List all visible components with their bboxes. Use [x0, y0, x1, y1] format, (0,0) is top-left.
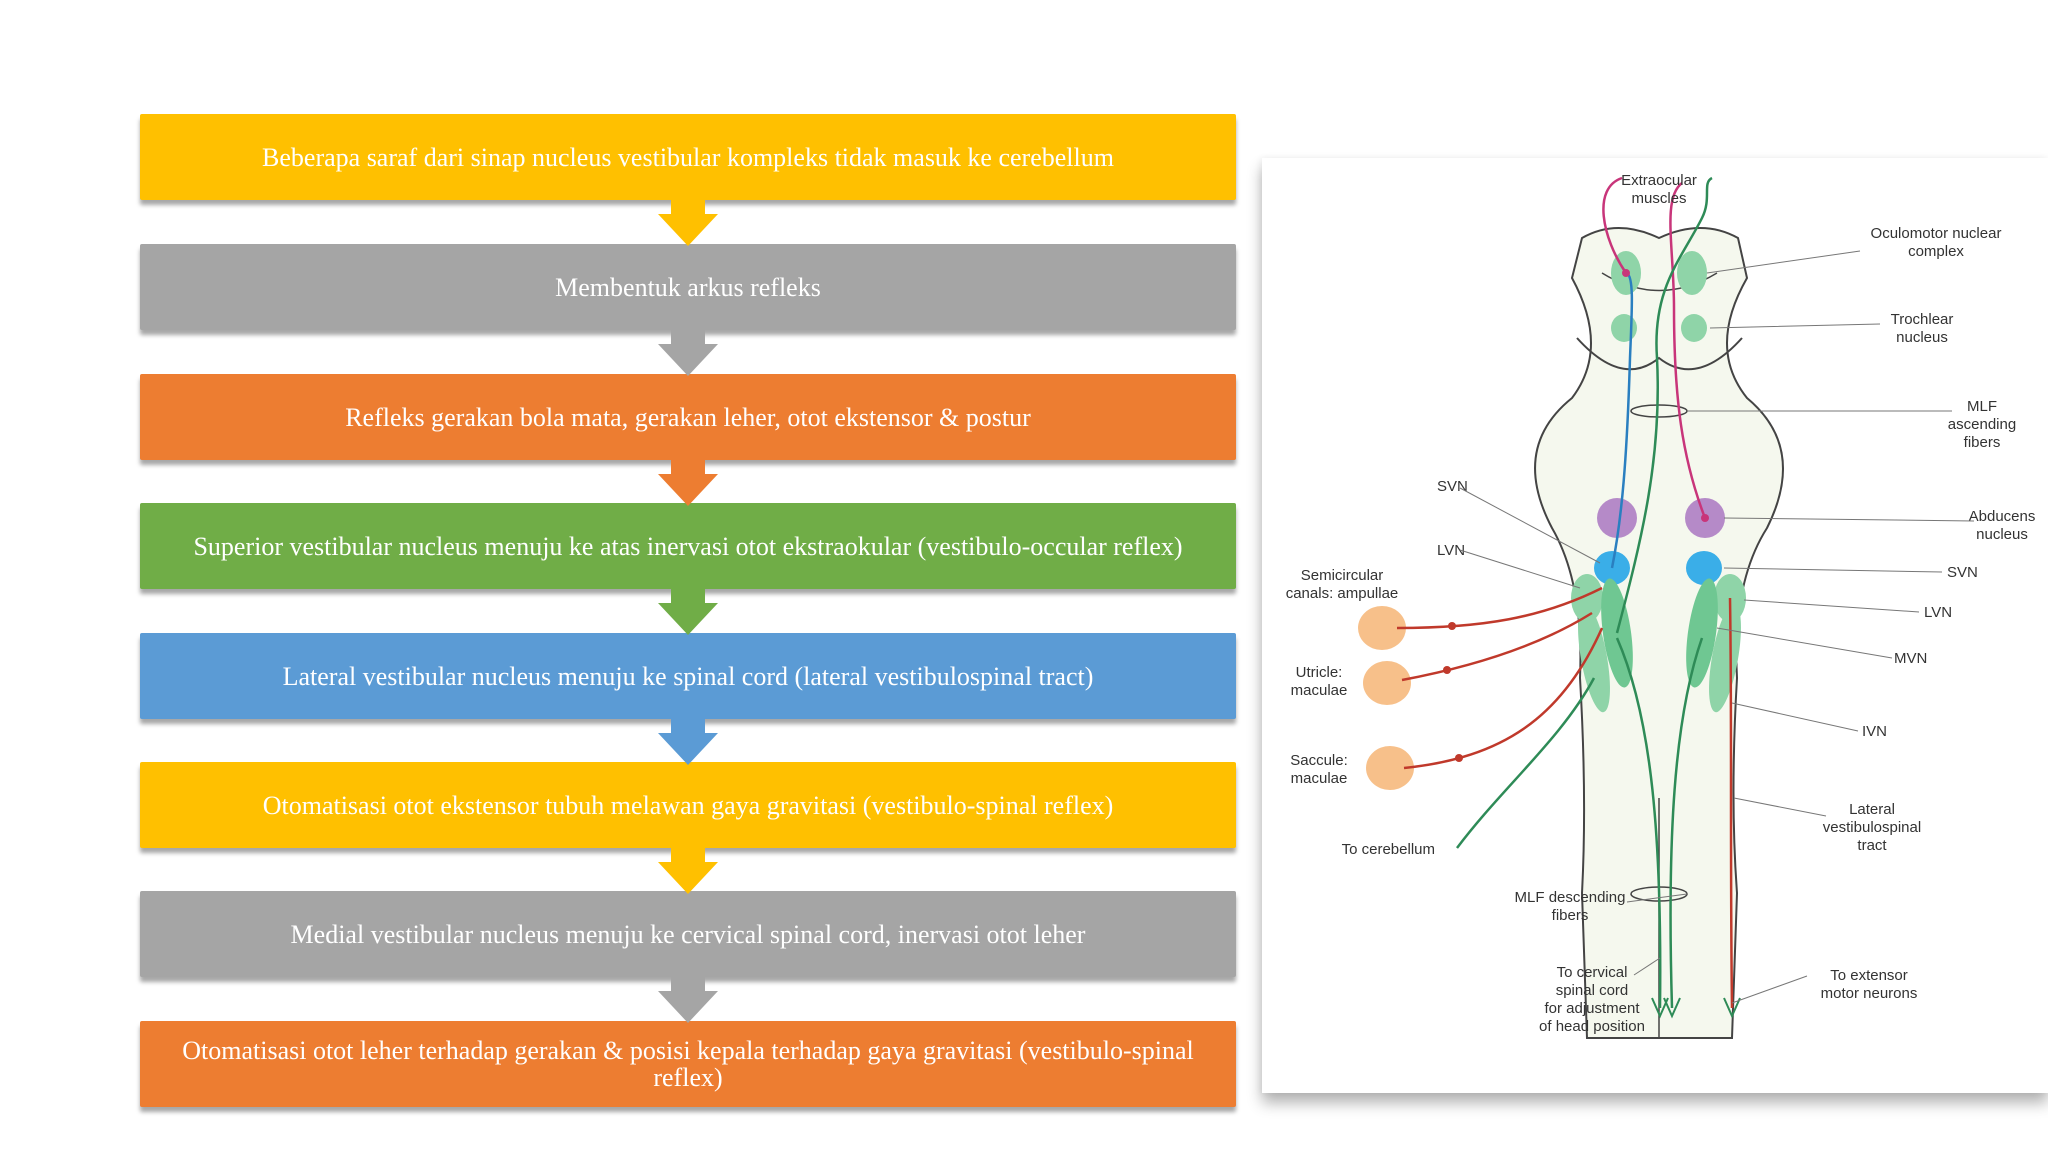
afferent-fiber-semicircular: [1396, 586, 1603, 630]
label-lateral-vst-2: vestibulospinal: [1823, 819, 1921, 836]
pink-extraocular-fiber: [1602, 176, 1628, 274]
blue-ascending-fiber: [1610, 271, 1634, 569]
mlf-ascending-ring: [1630, 404, 1688, 418]
brainstem-outline: [1534, 227, 1784, 1039]
label-to-extensor-1: To extensor: [1830, 967, 1908, 984]
flow-step-6: Otomatisasi otot ekstensor tubuh melawan…: [140, 762, 1236, 848]
label-abducens-1: Abducens: [1969, 508, 2036, 525]
label-abducens-2: nucleus: [1976, 526, 2028, 543]
label-extraocular-1: Extraocular: [1621, 172, 1697, 189]
flow-step-5-text: Lateral vestibular nucleus menuju ke spi…: [282, 661, 1094, 691]
mlf-descending-fiber-2: [1669, 637, 1704, 1009]
flow-step-1-text: Beberapa saraf dari sinap nucleus vestib…: [262, 142, 1114, 172]
label-ivn: IVN: [1862, 723, 1887, 740]
flowchart: Beberapa saraf dari sinap nucleus vestib…: [140, 114, 1236, 1119]
label-mlf-asc-2: ascending: [1948, 416, 2016, 433]
afferent-fiber-saccule: [1403, 627, 1604, 770]
label-to-cervical-3: for adjustment: [1544, 1000, 1640, 1017]
label-lateral-vst-1: Lateral: [1849, 801, 1895, 818]
abducens-nucleus-left: [1597, 498, 1637, 538]
flow-arrow-5: [658, 719, 718, 765]
afferent-fiber-utricle: [1401, 611, 1593, 682]
flow-step-8-text: Otomatisasi otot leher terhadap gerakan …: [182, 1036, 1194, 1092]
label-to-extensor-2: motor neurons: [1821, 985, 1918, 1002]
label-mlf-desc-1: MLF descending: [1515, 889, 1626, 906]
label-svn-left: SVN: [1437, 478, 1468, 495]
trochlear-nucleus-left: [1681, 314, 1707, 342]
ivn-nucleus-left: [1578, 603, 1610, 713]
pink-synapse-dot-2: [1622, 269, 1630, 277]
green-ascending-fiber: [1615, 176, 1713, 634]
pink-synapse-dot: [1701, 514, 1709, 522]
utricle-organ: [1363, 661, 1411, 705]
midbrain-curve: [1576, 337, 1743, 371]
flow-step-8: Otomatisasi otot leher terhadap gerakan …: [140, 1021, 1236, 1107]
flow-step-3-text: Refleks gerakan bola mata, gerakan leher…: [345, 402, 1031, 432]
semicircular-canals-organ: [1358, 606, 1406, 650]
flow-step-2: Membentuk arkus refleks: [140, 244, 1236, 330]
flow-arrow-2: [658, 330, 718, 376]
label-utricle-2: maculae: [1291, 682, 1348, 699]
flow-step-7: Medial vestibular nucleus menuju ke cerv…: [140, 891, 1236, 977]
flow-step-7-text: Medial vestibular nucleus menuju ke cerv…: [290, 919, 1086, 949]
ganglion-dot-3: [1455, 754, 1463, 762]
flow-arrow-6: [658, 848, 718, 894]
saccule-organ: [1366, 746, 1414, 790]
label-extraocular-2: muscles: [1631, 190, 1686, 207]
label-to-cervical-1: To cervical: [1557, 964, 1628, 981]
label-saccule-2: maculae: [1291, 770, 1348, 787]
flow-step-6-text: Otomatisasi otot ekstensor tubuh melawan…: [262, 790, 1114, 820]
label-semicircular-2: canals: ampullae: [1286, 585, 1399, 602]
ganglion-dot-2: [1443, 666, 1451, 674]
ganglion-dot-1: [1448, 622, 1456, 630]
label-mlf-desc-2: fibers: [1552, 907, 1589, 924]
label-to-cervical-2: spinal cord: [1556, 982, 1629, 999]
label-semicircular-1: Semicircular: [1301, 567, 1384, 584]
arrowheads: [1651, 997, 1741, 1019]
pink-ascending-fiber: [1669, 182, 1707, 519]
flow-step-2-text: Membentuk arkus refleks: [555, 272, 821, 302]
label-oculomotor-1: Oculomotor nuclear: [1871, 225, 2002, 242]
label-mlf-asc-3: fibers: [1964, 434, 2001, 451]
flow-step-1: Beberapa saraf dari sinap nucleus vestib…: [140, 114, 1236, 200]
label-svn-right: SVN: [1947, 564, 1978, 581]
label-lvn-right: LVN: [1924, 604, 1952, 621]
label-trochlear-1: Trochlear: [1891, 311, 1954, 328]
mlf-descending-fiber-1: [1615, 637, 1662, 1009]
label-lvn-left: LVN: [1437, 542, 1465, 559]
svn-nucleus-right: [1686, 551, 1722, 585]
flow-step-4: Superior vestibular nucleus menuju ke at…: [140, 503, 1236, 589]
leader-lines: [1459, 250, 1975, 1004]
flow-step-4-text: Superior vestibular nucleus menuju ke at…: [193, 531, 1183, 561]
brainstem-diagram-panel: Extraocular muscles Oculomotor nuclear c…: [1262, 158, 2048, 1093]
lateral-vestibulospinal-fiber: [1728, 597, 1734, 1009]
flow-step-5: Lateral vestibular nucleus menuju ke spi…: [140, 633, 1236, 719]
oculomotor-nucleus-left: [1677, 251, 1707, 295]
cerebellum-fiber: [1456, 677, 1596, 849]
lvn-nucleus-left: [1571, 574, 1603, 622]
label-to-cervical-4: of head position: [1539, 1018, 1645, 1035]
flow-arrow-3: [658, 460, 718, 506]
flow-arrow-7: [658, 977, 718, 1023]
label-saccule-1: Saccule:: [1290, 752, 1348, 769]
label-oculomotor-2: complex: [1908, 243, 1964, 260]
label-trochlear-2: nucleus: [1896, 329, 1948, 346]
label-mlf-asc-1: MLF: [1967, 398, 1997, 415]
label-lateral-vst-3: tract: [1857, 837, 1887, 854]
flow-step-3: Refleks gerakan bola mata, gerakan leher…: [140, 374, 1236, 460]
brainstem-diagram: Extraocular muscles Oculomotor nuclear c…: [1286, 172, 2036, 1039]
label-to-cerebellum: To cerebellum: [1342, 841, 1435, 858]
flow-arrow-1: [658, 200, 718, 246]
flow-arrow-4: [658, 589, 718, 635]
trochlear-nucleus-right: [1611, 314, 1637, 342]
label-mvn: MVN: [1894, 650, 1927, 667]
label-utricle-1: Utricle:: [1296, 664, 1343, 681]
